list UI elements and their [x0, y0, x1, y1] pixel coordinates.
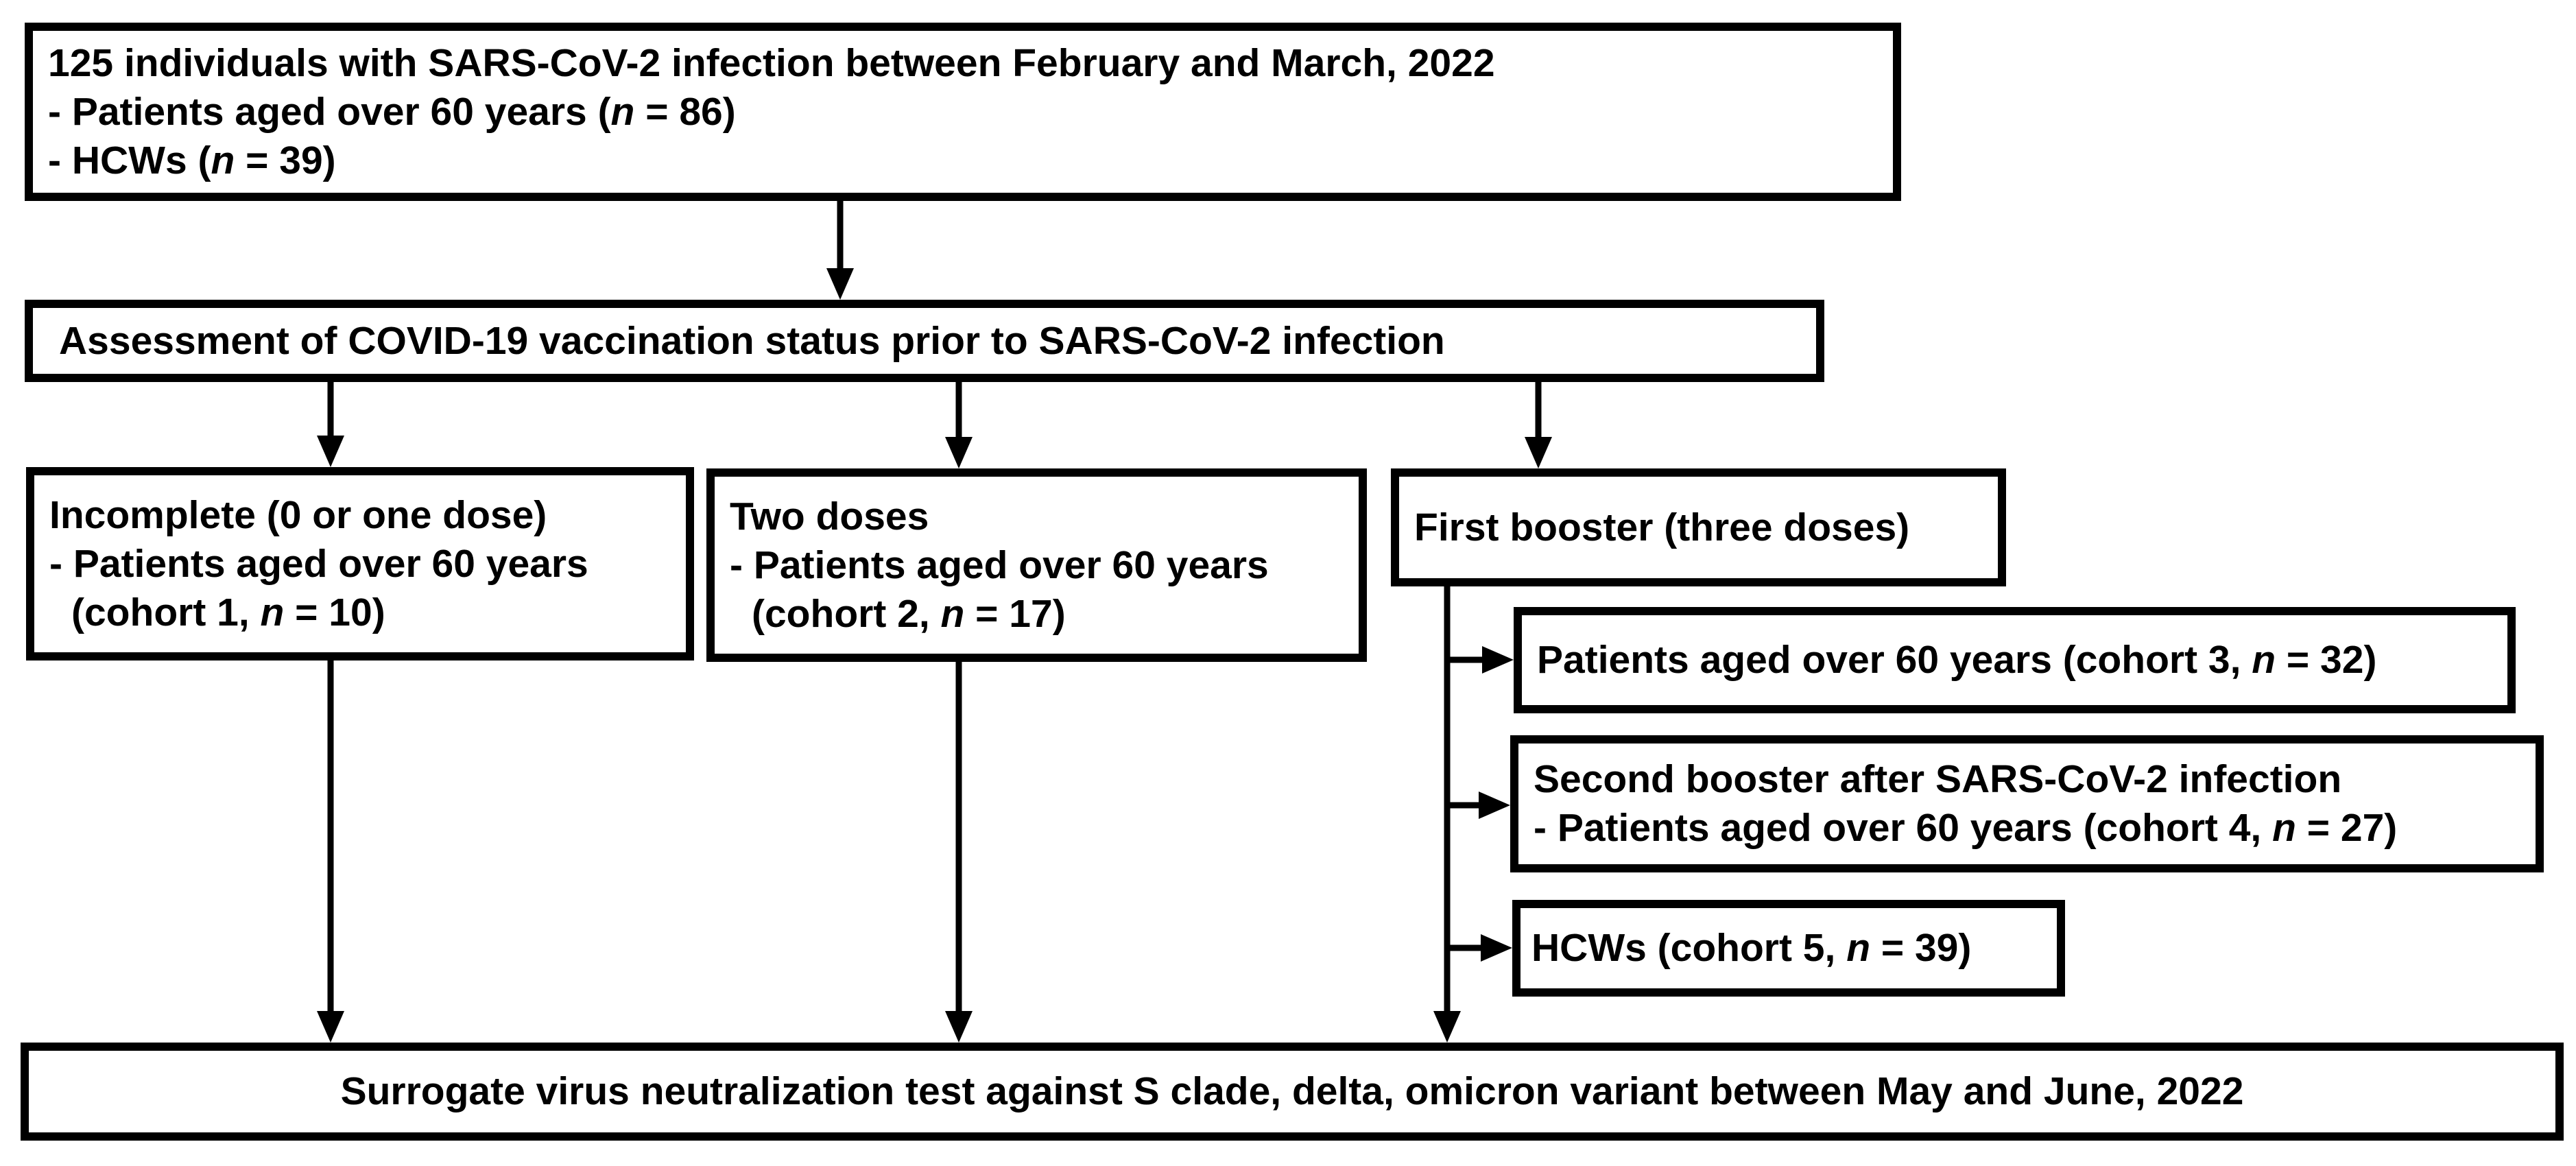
first-booster-text: First booster (three doses): [1414, 505, 1910, 549]
arrow-assessment-to-two-doses: [945, 381, 973, 468]
cohort-5-text: HCWs (cohort 5, n = 39): [1531, 926, 1972, 970]
two-doses-line-3: (cohort 2, n = 17): [752, 591, 1066, 636]
enrollment-line-3: - HCWs (n = 39): [48, 138, 336, 182]
box-cohort-4: Second booster after SARS-CoV-2 infectio…: [1510, 735, 2544, 872]
svnt-text: Surrogate virus neutralization test agai…: [340, 1069, 2244, 1113]
box-assessment: Assessment of COVID-19 vaccination statu…: [25, 300, 1824, 382]
arrow-incomplete-to-svnt: [317, 659, 344, 1043]
box-cohort-5: HCWs (cohort 5, n = 39): [1512, 900, 2065, 997]
cohort-3-text: Patients aged over 60 years (cohort 3, n…: [1537, 638, 2377, 682]
two-doses-line-1: Two doses: [730, 494, 929, 538]
incomplete-line-2: - Patients aged over 60 years: [49, 541, 588, 586]
arrow-enrollment-to-assessment: [826, 200, 854, 300]
enrollment-line-2: - Patients aged over 60 years (n = 86): [48, 89, 736, 134]
box-enrollment: 125 individuals with SARS-CoV-2 infectio…: [25, 23, 1901, 201]
incomplete-line-3: (cohort 1, n = 10): [71, 590, 385, 634]
arrow-first-booster-to-svnt: [1433, 585, 1461, 1043]
two-doses-line-2: - Patients aged over 60 years: [730, 543, 1269, 587]
box-svnt: Surrogate virus neutralization test agai…: [21, 1043, 2564, 1141]
box-two-doses: Two doses - Patients aged over 60 years …: [706, 468, 1367, 662]
arrow-two-doses-to-svnt: [945, 661, 973, 1043]
enrollment-line-1: 125 individuals with SARS-CoV-2 infectio…: [48, 40, 1495, 85]
cohort-4-line-1: Second booster after SARS-CoV-2 infectio…: [1534, 757, 2342, 801]
arrow-branch-to-cohort-3: [1447, 646, 1514, 674]
assessment-text: Assessment of COVID-19 vaccination statu…: [59, 318, 1445, 363]
arrow-branch-to-cohort-4: [1447, 792, 1510, 819]
cohort-4-line-2: - Patients aged over 60 years (cohort 4,…: [1534, 806, 2398, 850]
box-cohort-3: Patients aged over 60 years (cohort 3, n…: [1514, 607, 2516, 713]
arrow-branch-to-cohort-5: [1447, 934, 1512, 962]
box-first-booster: First booster (three doses): [1391, 468, 2006, 586]
arrow-assessment-to-first-booster: [1525, 381, 1552, 468]
box-incomplete-dose: Incomplete (0 or one dose) - Patients ag…: [26, 467, 694, 661]
arrow-assessment-to-incomplete: [317, 381, 344, 467]
incomplete-line-1: Incomplete (0 or one dose): [49, 492, 547, 537]
